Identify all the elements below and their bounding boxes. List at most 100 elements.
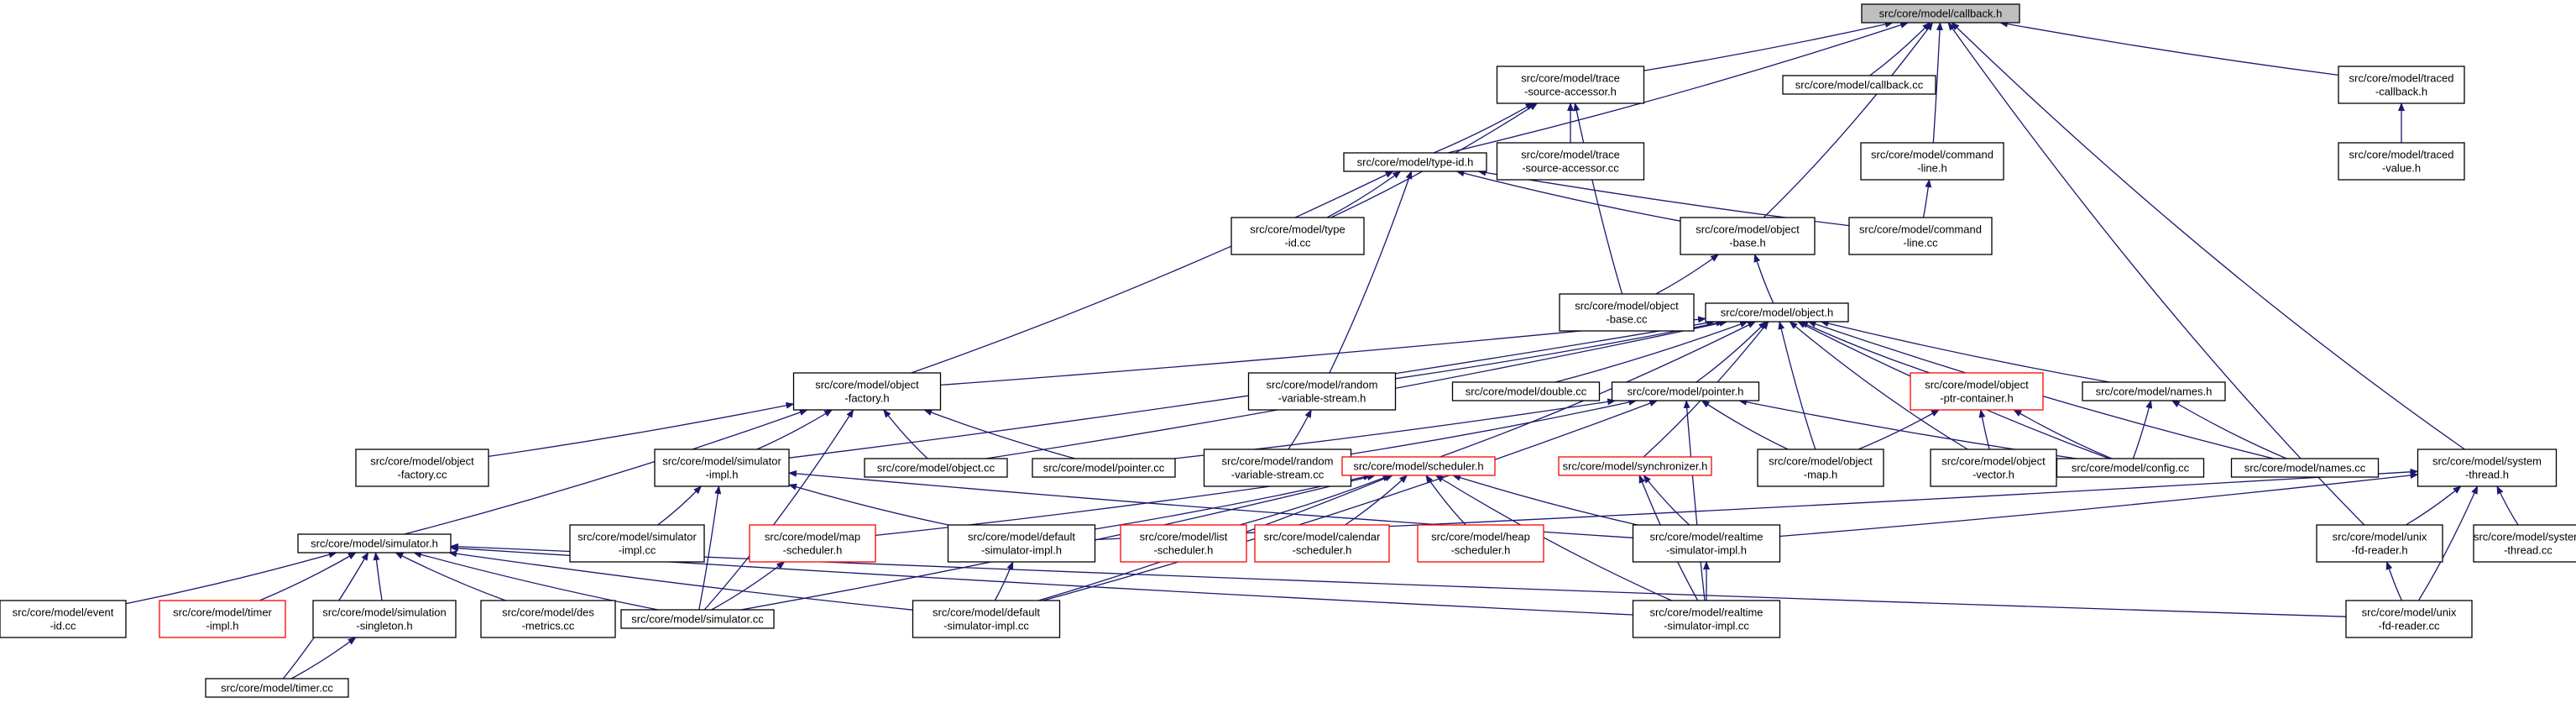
node-box[interactable] [792,372,942,411]
node-box[interactable] [569,524,705,563]
node-system-thread-h[interactable]: src/core/model/system-thread.h [2417,449,2558,487]
node-simulator-impl-h[interactable]: src/core/model/simulator-impl.h [654,449,790,487]
node-heap-scheduler-h[interactable]: src/core/model/heap-scheduler.h [1417,524,1544,563]
node-box[interactable] [1203,449,1352,487]
node-box[interactable] [1680,217,1816,255]
node-double-cc[interactable]: src/core/model/double.cc [1451,381,1601,401]
node-object-ptr-container-h[interactable]: src/core/model/object-ptr-container.h [1910,372,2044,411]
node-realtime-simulator-impl-h[interactable]: src/core/model/realtime-simulator-impl.h [1632,524,1781,563]
node-object-factory-h[interactable]: src/core/model/object-factory.h [792,372,942,411]
node-callback-cc[interactable]: src/core/model/callback.cc [1782,75,1936,95]
node-box[interactable] [2345,600,2473,638]
node-box[interactable] [1496,142,1645,181]
node-object-base-cc[interactable]: src/core/model/object-base.cc [1559,293,1695,332]
node-box[interactable] [2338,142,2465,181]
node-calendar-scheduler-h[interactable]: src/core/model/calendar-scheduler.h [1254,524,1390,563]
node-box[interactable] [1254,524,1390,563]
node-box[interactable] [1930,449,2057,487]
node-box[interactable] [312,600,457,638]
node-trace-source-accessor-h[interactable]: src/core/model/trace-source-accessor.h [1496,66,1645,104]
node-unix-fd-reader-cc[interactable]: src/core/model/unix-fd-reader.cc [2345,600,2473,638]
node-box[interactable] [1559,293,1695,332]
node-event-id-cc[interactable]: src/core/model/event-id.cc [0,600,127,638]
node-default-simulator-impl-cc[interactable]: src/core/model/default-simulator-impl.cc [912,600,1061,638]
node-scheduler-h[interactable]: src/core/model/scheduler.h [1341,456,1496,476]
node-box[interactable] [1451,381,1601,401]
node-box[interactable] [1632,600,1781,638]
node-callback-h[interactable]: src/core/model/callback.h [1861,3,2020,24]
node-box[interactable] [1231,217,1365,255]
node-box[interactable] [1861,3,2020,24]
node-box[interactable] [480,600,616,638]
node-random-variable-stream-cc[interactable]: src/core/model/random-variable-stream.cc [1203,449,1352,487]
node-object-cc[interactable]: src/core/model/object.cc [864,458,1008,478]
node-traced-callback-h[interactable]: src/core/model/traced-callback.h [2338,66,2465,104]
node-simulator-impl-cc[interactable]: src/core/model/simulator-impl.cc [569,524,705,563]
node-box[interactable] [864,458,1008,478]
node-box[interactable] [1757,449,1884,487]
node-box[interactable] [947,524,1096,563]
node-box[interactable] [749,524,876,563]
node-box[interactable] [1032,458,1176,478]
node-type-id-h[interactable]: src/core/model/type-id.h [1343,152,1487,172]
node-box[interactable] [1496,66,1645,104]
node-config-cc[interactable]: src/core/model/config.cc [2056,458,2205,478]
node-box[interactable] [1860,142,2004,181]
node-type-id-cc[interactable]: src/core/model/type-id.cc [1231,217,1365,255]
node-box[interactable] [1247,372,1397,411]
node-box[interactable] [1341,456,1496,476]
node-command-line-h[interactable]: src/core/model/command-line.h [1860,142,2004,181]
node-object-map-h[interactable]: src/core/model/object-map.h [1757,449,1884,487]
node-list-scheduler-h[interactable]: src/core/model/list-scheduler.h [1120,524,1247,563]
node-box[interactable] [912,600,1061,638]
node-map-scheduler-h[interactable]: src/core/model/map-scheduler.h [749,524,876,563]
node-box[interactable] [0,600,127,638]
node-box[interactable] [1632,524,1781,563]
node-box[interactable] [1343,152,1487,172]
node-box[interactable] [2316,524,2443,563]
node-box[interactable] [1782,75,1936,95]
node-names-cc[interactable]: src/core/model/names.cc [2230,458,2380,478]
node-box[interactable] [620,609,775,629]
node-box[interactable] [1417,524,1544,563]
node-simulator-h[interactable]: src/core/model/simulator.h [297,533,452,553]
node-box[interactable] [2473,524,2576,563]
node-object-vector-h[interactable]: src/core/model/object-vector.h [1930,449,2057,487]
node-traced-value-h[interactable]: src/core/model/traced-value.h [2338,142,2465,181]
node-box[interactable] [2230,458,2380,478]
node-simulator-cc[interactable]: src/core/model/simulator.cc [620,609,775,629]
node-box[interactable] [355,449,489,487]
node-box[interactable] [2082,381,2226,401]
node-synchronizer-h[interactable]: src/core/model/synchronizer.h [1558,456,1712,476]
node-box[interactable] [1120,524,1247,563]
node-box[interactable] [2056,458,2205,478]
node-object-factory-cc[interactable]: src/core/model/object-factory.cc [355,449,489,487]
node-pointer-cc[interactable]: src/core/model/pointer.cc [1032,458,1176,478]
node-object-base-h[interactable]: src/core/model/object-base.h [1680,217,1816,255]
node-random-variable-stream-h[interactable]: src/core/model/random-variable-stream.h [1247,372,1397,411]
node-default-simulator-impl-h[interactable]: src/core/model/default-simulator-impl.h [947,524,1096,563]
node-box[interactable] [1705,302,1849,323]
node-box[interactable] [1910,372,2044,411]
node-box[interactable] [2417,449,2558,487]
node-realtime-simulator-impl-cc[interactable]: src/core/model/realtime-simulator-impl.c… [1632,600,1781,638]
node-box[interactable] [159,600,286,638]
node-timer-cc[interactable]: src/core/model/timer.cc [205,678,349,698]
node-box[interactable] [297,533,452,553]
node-names-h[interactable]: src/core/model/names.h [2082,381,2226,401]
node-trace-source-accessor-cc[interactable]: src/core/model/trace-source-accessor.cc [1496,142,1645,181]
node-system-thread-cc[interactable]: src/core/model/system-thread.cc [2473,524,2576,563]
node-box[interactable] [1558,456,1712,476]
node-box[interactable] [205,678,349,698]
node-object-h[interactable]: src/core/model/object.h [1705,302,1849,323]
node-unix-fd-reader-h[interactable]: src/core/model/unix-fd-reader.h [2316,524,2443,563]
node-simulation-singleton-h[interactable]: src/core/model/simulation-singleton.h [312,600,457,638]
node-pointer-h[interactable]: src/core/model/pointer.h [1611,381,1760,401]
node-box[interactable] [1611,381,1760,401]
node-command-line-cc[interactable]: src/core/model/command-line.cc [1848,217,1993,255]
node-box[interactable] [1848,217,1993,255]
node-des-metrics-cc[interactable]: src/core/model/des-metrics.cc [480,600,616,638]
node-box[interactable] [654,449,790,487]
node-timer-impl-h[interactable]: src/core/model/timer-impl.h [159,600,286,638]
node-box[interactable] [2338,66,2465,104]
